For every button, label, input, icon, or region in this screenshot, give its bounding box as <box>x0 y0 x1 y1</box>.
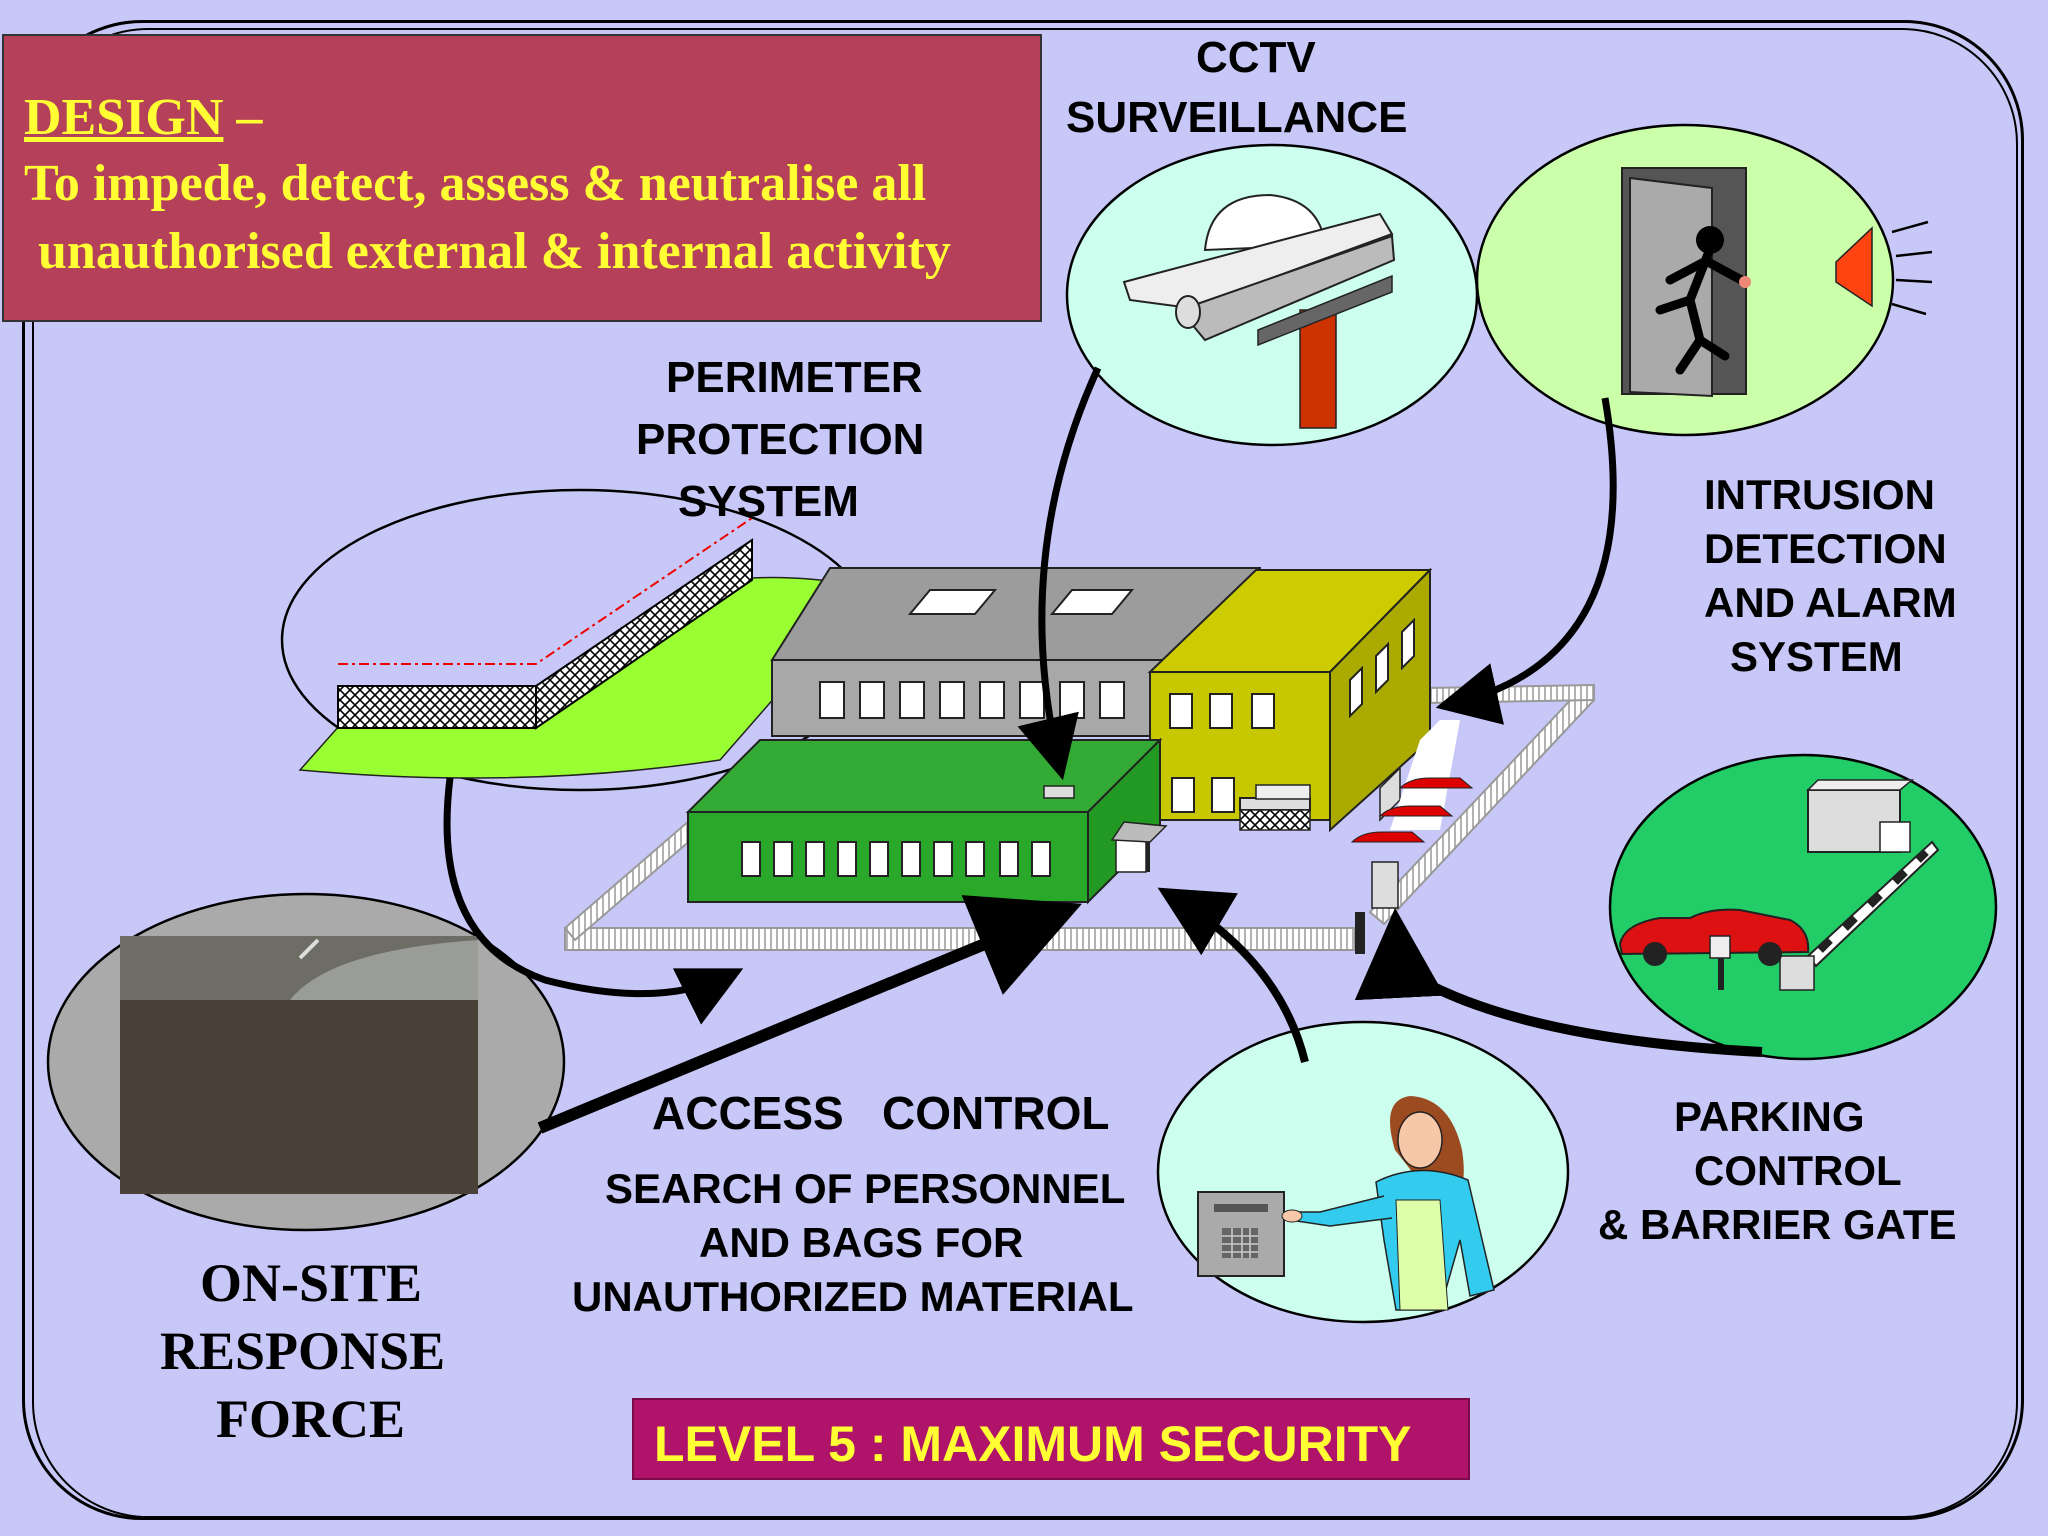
response-circle <box>46 892 566 1232</box>
parking-label-1: PARKING <box>1674 1093 1865 1140</box>
intrusion-label-4: SYSTEM <box>1730 633 1903 680</box>
response-label-3: FORCE <box>216 1389 405 1449</box>
cctv-label-1: CCTV <box>1196 33 1316 82</box>
design-heading-line: DESIGN – <box>24 92 262 144</box>
barrier-gate-icon <box>1779 779 1940 991</box>
guard-woman-icon <box>1281 1096 1495 1311</box>
building <box>685 567 1433 905</box>
parking-label-3: & BARRIER GATE <box>1598 1201 1957 1248</box>
intrusion-label-1: INTRUSION <box>1704 471 1935 518</box>
access-desc-3: UNAUTHORIZED MATERIAL <box>572 1273 1134 1320</box>
access-circle <box>1156 1020 1570 1324</box>
design-heading: DESIGN <box>24 89 224 146</box>
perimeter-label-1: PERIMETER <box>666 353 923 402</box>
access-desc-1: SEARCH OF PERSONNEL <box>605 1165 1126 1212</box>
arrows <box>443 366 1763 1134</box>
keypad-icon <box>1197 1191 1285 1277</box>
level-badge: LEVEL 5 : MAXIMUM SECURITY <box>632 1398 1470 1480</box>
access-desc-2: AND BAGS FOR <box>699 1219 1024 1266</box>
design-line-2: unauthorised external & internal activit… <box>38 223 951 280</box>
response-label-1: ON-SITE <box>200 1253 423 1313</box>
response-label-2: RESPONSE <box>160 1321 446 1381</box>
intrusion-label-3: AND ALARM <box>1704 579 1957 626</box>
design-dash: – <box>223 89 263 146</box>
red-car-icon <box>1618 908 1810 990</box>
intruder-door-icon <box>1621 167 1751 398</box>
cctv-label-2: SURVEILLANCE <box>1066 93 1408 142</box>
access-control-title: ACCESS CONTROL <box>652 1087 1110 1139</box>
cctv-circle <box>1065 143 1479 447</box>
design-box: DESIGN – To impede, detect, assess & neu… <box>2 34 1042 322</box>
intrusion-circle <box>1475 123 1933 437</box>
red-car-icon <box>1350 720 1474 909</box>
outer-frame <box>22 20 2024 1520</box>
intrusion-label-2: DETECTION <box>1704 525 1947 572</box>
cctv-camera-icon <box>1122 193 1396 429</box>
parking-circle <box>1608 753 1998 1061</box>
alarm-speaker-icon <box>1835 220 1933 316</box>
perimeter-ellipse <box>280 488 880 792</box>
perimeter-label-2: PROTECTION <box>636 415 925 464</box>
perimeter-label-3: SYSTEM <box>678 477 859 526</box>
inner-frame <box>32 28 2018 1518</box>
parking-label-2: CONTROL <box>1694 1147 1902 1194</box>
design-line-1: To impede, detect, assess & neutralise a… <box>24 155 927 212</box>
level-text: LEVEL 5 : MAXIMUM SECURITY <box>654 1416 1412 1472</box>
